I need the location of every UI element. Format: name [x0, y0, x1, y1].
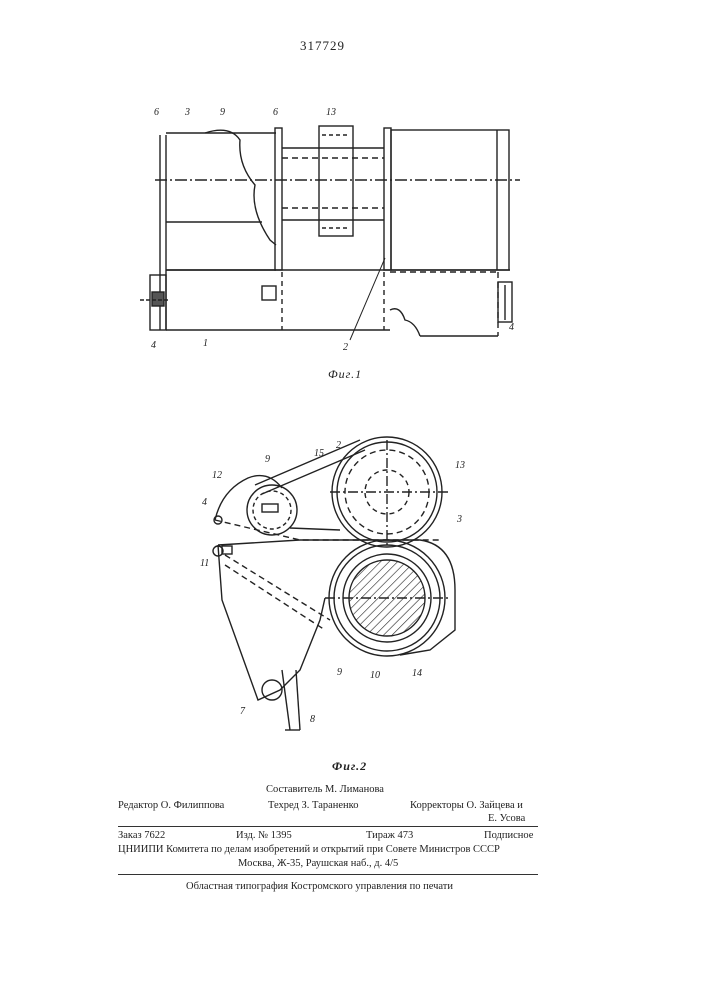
fig2-label-11: 11	[200, 558, 209, 569]
fig2-label-12: 12	[212, 470, 222, 481]
fig1-label-9: 9	[220, 107, 225, 118]
figure-1-labels: 6 3 9 6 13 4 1 2 4	[151, 107, 514, 353]
figure-2	[213, 437, 455, 730]
figure-1	[140, 126, 520, 340]
tirazh: Тираж 473	[366, 829, 413, 842]
izd-number: Изд. № 1395	[236, 829, 292, 842]
fig1-label-4b: 4	[509, 322, 514, 333]
separator-bottom	[118, 874, 538, 875]
fig2-label-2: 2	[336, 440, 341, 451]
fig1-label-4a: 4	[151, 340, 156, 351]
techred-line: Техред З. Тараненко	[268, 799, 358, 812]
fig2-label-9b: 9	[337, 667, 342, 678]
fig2-label-7: 7	[240, 706, 246, 717]
fig2-label-8: 8	[310, 714, 315, 725]
fig1-label-1: 1	[203, 338, 208, 349]
fig2-label-10: 10	[370, 670, 380, 681]
fig1-label-13: 13	[326, 107, 336, 118]
fig1-label-3: 3	[184, 107, 190, 118]
fig1-caption: Фиг.1	[328, 367, 362, 382]
order-number: Заказ 7622	[118, 829, 165, 842]
fig1-label-6a: 6	[154, 107, 159, 118]
address-line: Москва, Ж-35, Раушская наб., д. 4/5	[238, 857, 398, 870]
correctors-line-1: Корректоры О. Зайцева и	[410, 799, 523, 812]
fig2-label-3: 3	[456, 514, 462, 525]
organization-line: ЦНИИПИ Комитета по делам изобретений и о…	[118, 843, 500, 856]
fig2-label-13: 13	[455, 460, 465, 471]
compiler-line: Составитель М. Лиманова	[266, 783, 384, 796]
fig2-label-14: 14	[412, 668, 422, 679]
fig1-label-2: 2	[343, 342, 348, 353]
fig2-label-15: 15	[314, 448, 324, 459]
correctors-line-2: Е. Усова	[488, 812, 525, 825]
editor-line: Редактор О. Филиппова	[118, 799, 224, 812]
fig1-label-6b: 6	[273, 107, 278, 118]
printer-line: Областная типография Костромского управл…	[186, 880, 453, 893]
fig2-label-4: 4	[202, 497, 207, 508]
fig2-label-9a: 9	[265, 454, 270, 465]
fig2-caption: Фиг.2	[332, 759, 367, 774]
separator-top	[118, 826, 538, 827]
technical-drawing: 6 3 9 6 13 4 1 2 4	[0, 0, 707, 800]
podpisnoe: Подписное	[484, 829, 533, 842]
